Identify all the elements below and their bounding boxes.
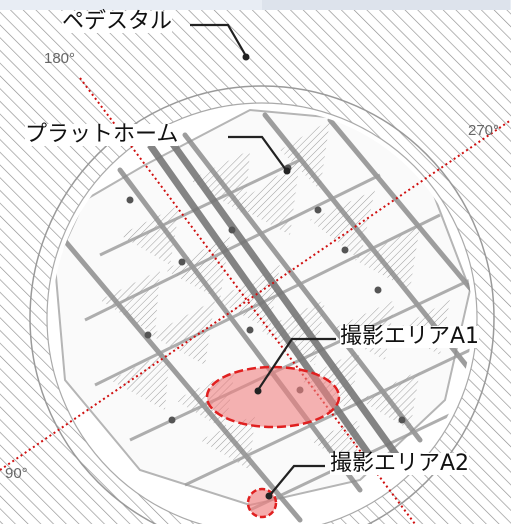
angle-180-label: 180° <box>44 50 76 67</box>
label-pedestal: ペデスタル <box>62 9 173 34</box>
label-area-a1: 撮影エリアA1 <box>340 324 480 349</box>
inner-circle <box>29 85 495 524</box>
leader-area-a1 <box>257 337 336 391</box>
axis-90-270 <box>0 119 511 471</box>
axis-lines <box>0 77 511 524</box>
leader-lines <box>190 23 336 496</box>
angle-270-label: 270° <box>468 122 500 139</box>
label-area-a2: 撮影エリアA2 <box>330 451 470 476</box>
top-strip-right <box>262 0 510 10</box>
leader-platform <box>228 135 287 171</box>
label-platform: プラットホーム <box>25 122 179 147</box>
leader-pedestal <box>190 23 247 57</box>
top-strip <box>0 0 511 10</box>
leader-area-a2 <box>269 464 325 496</box>
angle-90-label: 90° <box>5 465 28 482</box>
area-a1-marker <box>205 365 341 429</box>
